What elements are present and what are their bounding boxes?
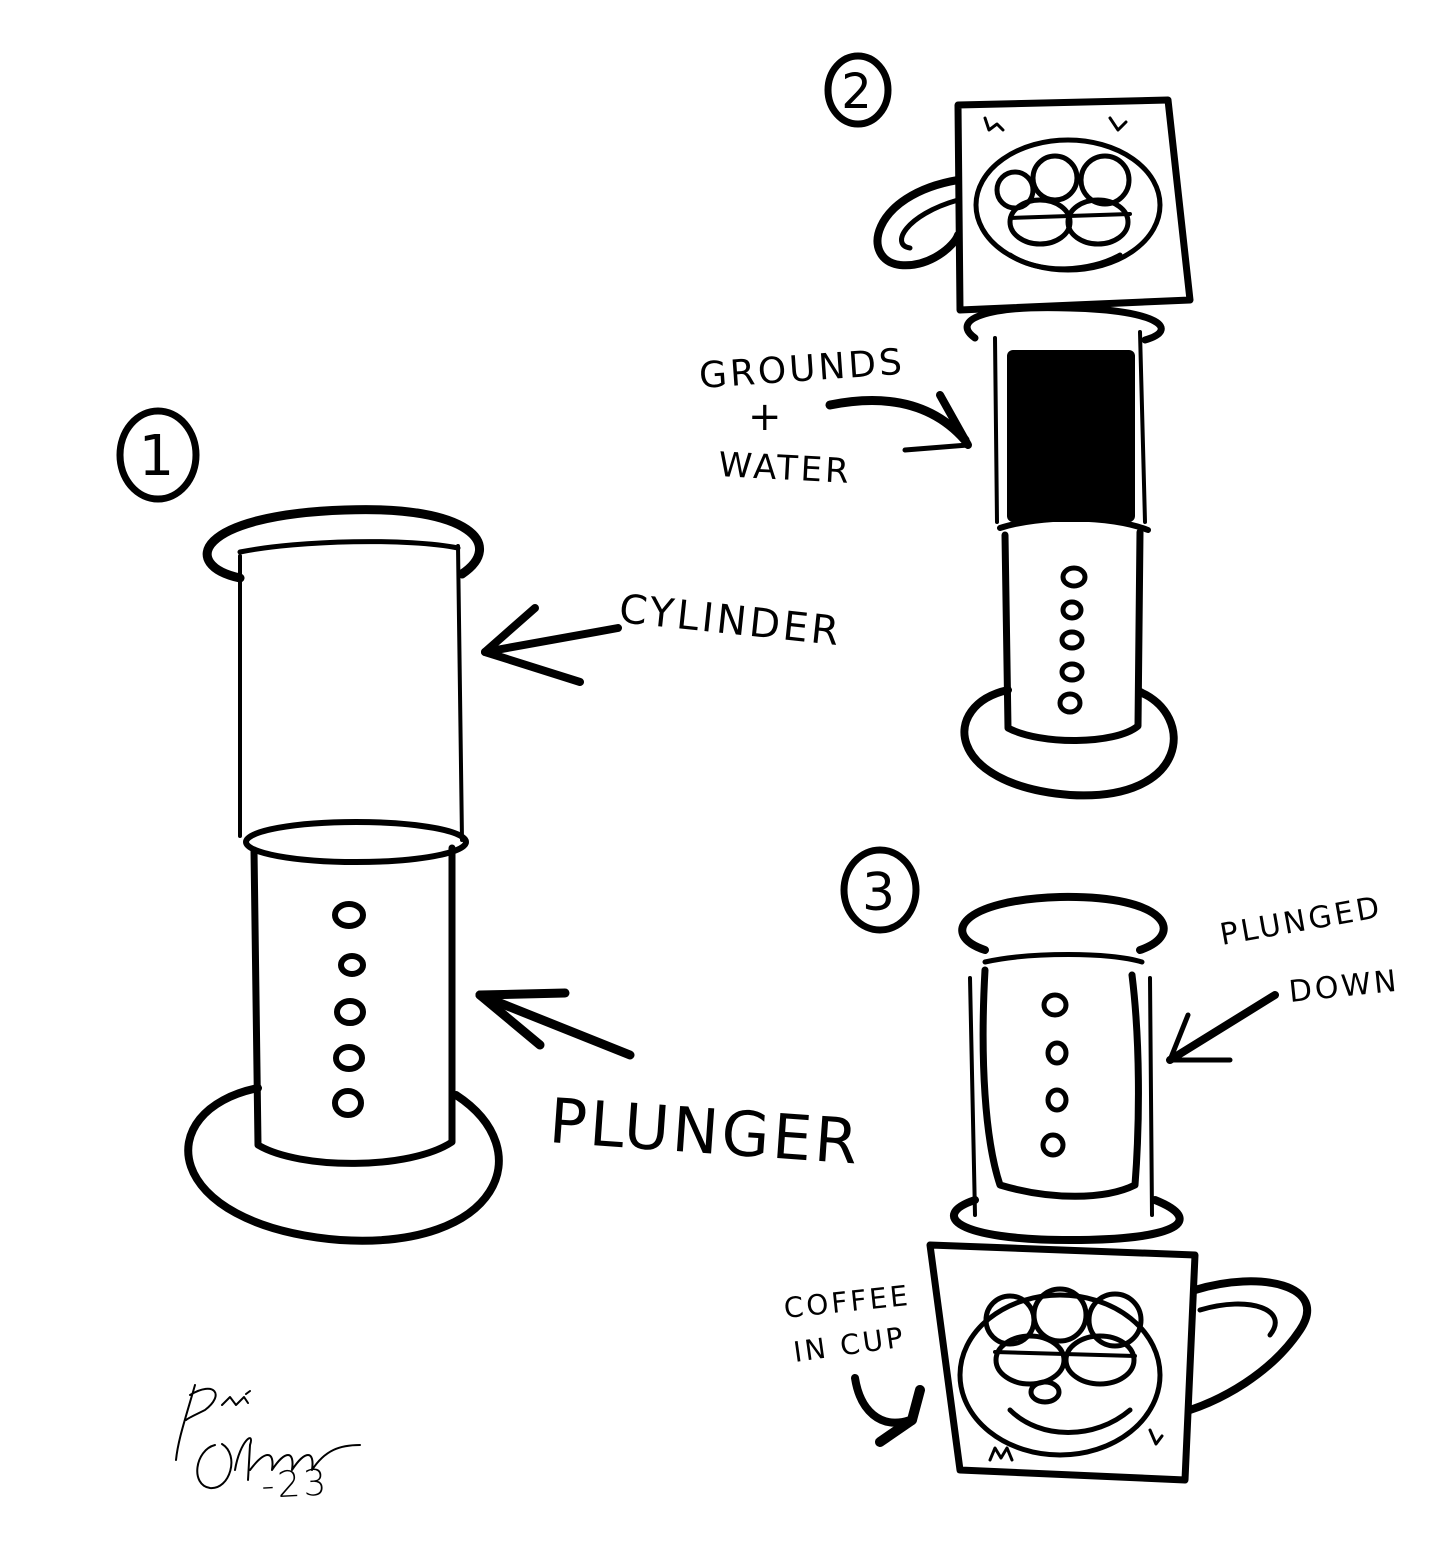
step-2: 2 bbox=[698, 52, 1194, 800]
step-2-badge: 2 bbox=[824, 52, 892, 128]
artist-signature: -23 bbox=[175, 1384, 361, 1507]
mug-upside-down bbox=[873, 96, 1194, 314]
step-1-number: 1 bbox=[139, 424, 178, 489]
step-1-badge: 1 bbox=[116, 407, 200, 503]
grounds-water-fill bbox=[1007, 350, 1135, 522]
cylinder-arrow bbox=[481, 604, 622, 686]
cylinder-label: CYLINDER bbox=[617, 586, 844, 655]
aeropress-3-plunged bbox=[950, 892, 1184, 1244]
plus-label: + bbox=[748, 394, 785, 440]
aeropress-2-inverted bbox=[960, 304, 1178, 800]
in-cup-label: IN CUP bbox=[791, 1321, 908, 1369]
cat-face-icon bbox=[973, 116, 1163, 273]
grounds-arrow bbox=[825, 391, 972, 453]
mug-upright bbox=[926, 1241, 1312, 1484]
plunger-label: PLUNGER bbox=[547, 1084, 863, 1179]
water-label: WATER bbox=[718, 445, 853, 492]
step-1: 1 CYLINDER bbox=[116, 407, 863, 1245]
down-label: DOWN bbox=[1287, 964, 1401, 1010]
coffee-label: COFFEE bbox=[782, 1279, 912, 1325]
plunged-label: PLUNGED bbox=[1217, 890, 1385, 953]
plunger-arrow bbox=[475, 988, 635, 1060]
cat-face-icon bbox=[957, 1286, 1164, 1462]
plunged-arrow bbox=[1166, 991, 1279, 1064]
step-3-badge: 3 bbox=[840, 846, 920, 934]
step-3-number: 3 bbox=[862, 863, 898, 923]
aeropress-1 bbox=[184, 505, 503, 1245]
coffee-arrow bbox=[851, 1374, 925, 1447]
grounds-label: GROUNDS bbox=[698, 342, 906, 397]
signature-year: -23 bbox=[260, 1462, 330, 1506]
step-3: 3 bbox=[782, 846, 1401, 1484]
step-2-number: 2 bbox=[841, 64, 875, 120]
